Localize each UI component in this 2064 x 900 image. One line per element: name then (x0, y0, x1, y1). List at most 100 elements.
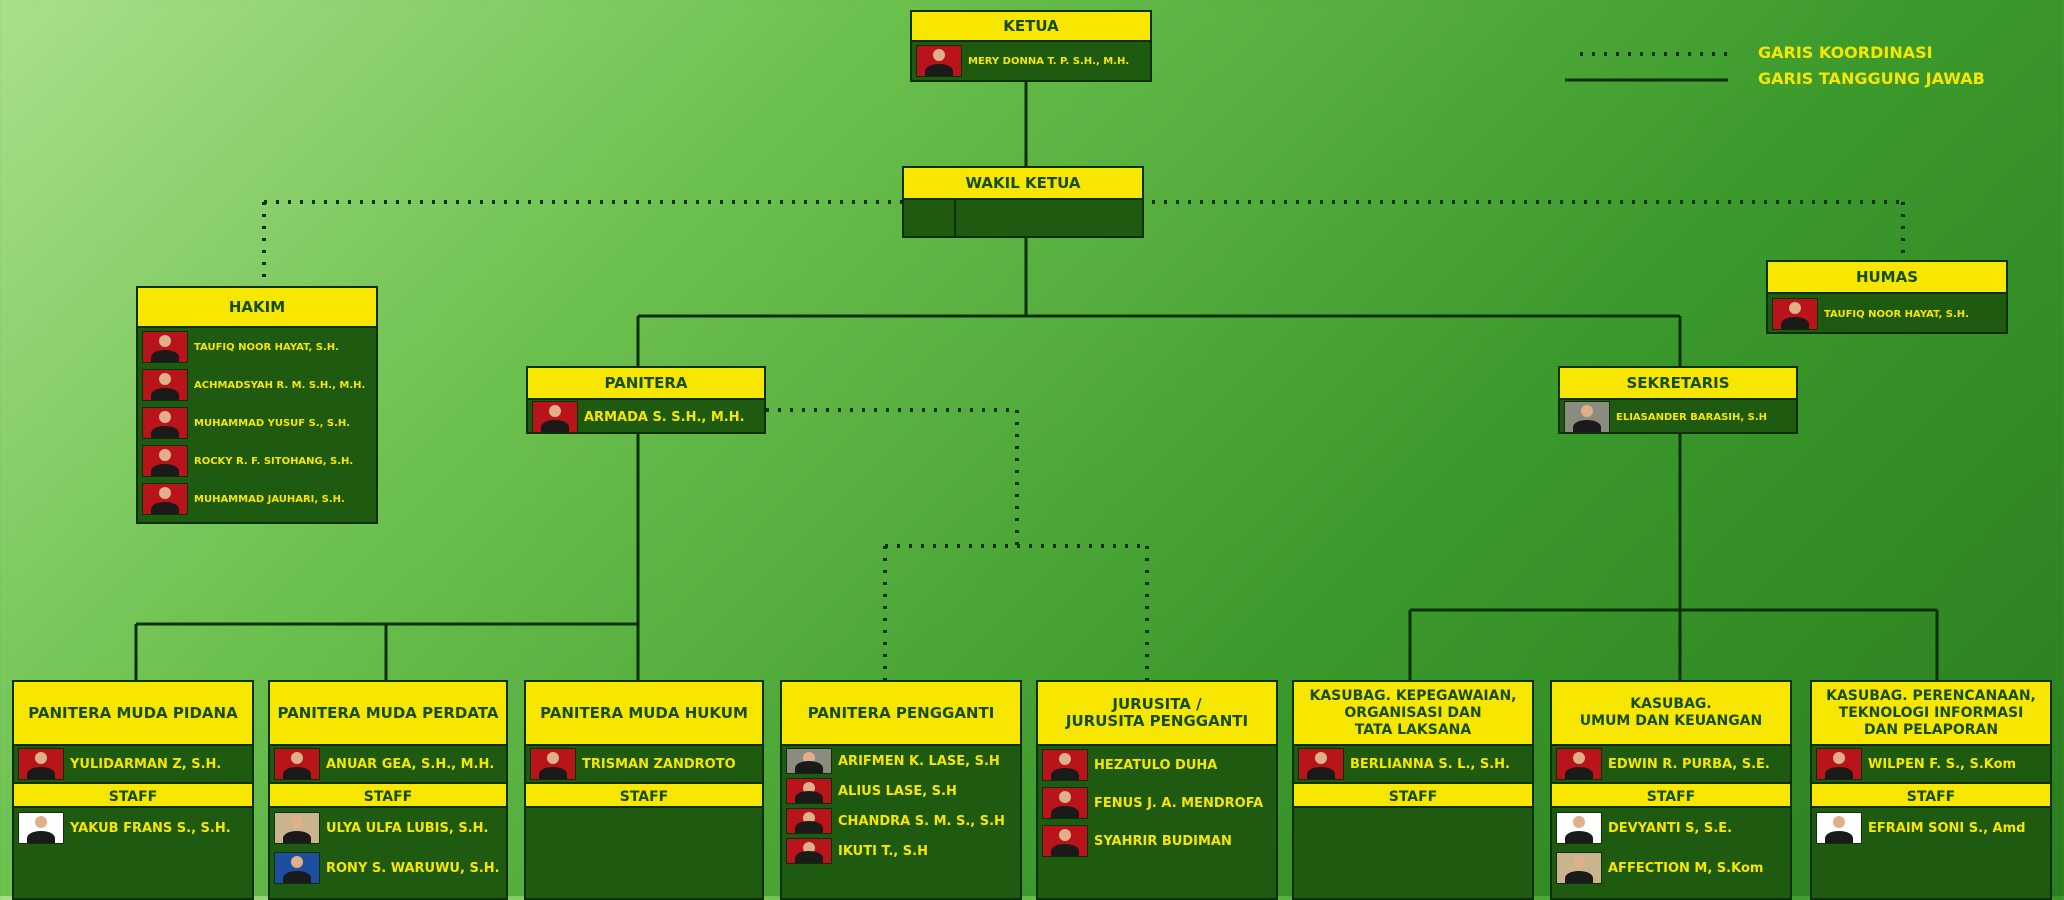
jurusita-photo (1042, 825, 1088, 857)
sekretaris-photo (1564, 401, 1610, 432)
kasubag-umum-box: KASUBAG. UMUM DAN KEUANGAN EDWIN R. PURB… (1550, 680, 1792, 900)
sekretaris-box: SEKRETARIS ELIASANDER BARASIH, S.H (1558, 366, 1798, 434)
panitera-muda-hukum-title: PANITERA MUDA HUKUM (526, 682, 762, 746)
panitera-pengganti-member: ARIFMEN K. LASE, S.H (838, 753, 1000, 769)
ketua-title: KETUA (912, 12, 1150, 42)
kasubag-perencanaan-title-line: KASUBAG. PERENCANAAN, (1826, 687, 2036, 704)
staff-photo (1556, 852, 1602, 884)
panitera-muda-hukum-box: PANITERA MUDA HUKUM TRISMAN ZANDROTO STA… (524, 680, 764, 900)
staff-label: STAFF (270, 782, 506, 808)
legend-coordination-label: GARIS KOORDINASI (1758, 43, 1933, 62)
jurusita-title-line: JURUSITA / (1112, 695, 1202, 713)
panitera-muda-hukum-head: TRISMAN ZANDROTO (582, 756, 736, 772)
hakim-member: MUHAMMAD JAUHARI, S.H. (194, 493, 345, 505)
jurusita-member: HEZATULO DUHA (1094, 757, 1218, 773)
staff-label: STAFF (1812, 782, 2050, 808)
panitera-title: PANITERA (528, 368, 764, 400)
kasubag-kepegawaian-box: KASUBAG. KEPEGAWAIAN, ORGANISASI DAN TAT… (1292, 680, 1534, 900)
staff-member: DEVYANTI S, S.E. (1608, 820, 1733, 836)
panitera-pengganti-title: PANITERA PENGGANTI (782, 682, 1020, 746)
jurusita-member: FENUS J. A. MENDROFA (1094, 795, 1264, 811)
sekretaris-name: ELIASANDER BARASIH, S.H (1616, 411, 1768, 423)
wakil-ketua-title: WAKIL KETUA (904, 168, 1142, 200)
kasubag-umum-title-line: KASUBAG. (1630, 696, 1712, 712)
panitera-pengganti-photo (786, 748, 832, 774)
humas-name: TAUFIQ NOOR HAYAT, S.H. (1824, 308, 1969, 320)
panitera-pengganti-member: CHANDRA S. M. S., S.H (838, 813, 1005, 829)
humas-title: HUMAS (1768, 262, 2006, 294)
staff-photo (274, 812, 320, 844)
staff-label: STAFF (14, 782, 252, 808)
panitera-muda-pidana-box: PANITERA MUDA PIDANA YULIDARMAN Z, S.H. … (12, 680, 254, 900)
panitera-pengganti-member: IKUTI T., S.H (838, 843, 928, 859)
panitera-muda-hukum-photo (530, 748, 576, 780)
ketua-photo (916, 45, 962, 77)
panitera-muda-pidana-head: YULIDARMAN Z, S.H. (70, 756, 222, 772)
staff-member: EFRAIM SONI S., Amd (1868, 820, 2026, 836)
staff-member: AFFECTION M, S.Kom (1608, 860, 1764, 876)
kasubag-perencanaan-title-line: TEKNOLOGI INFORMASI (1838, 704, 2024, 721)
staff-member: YAKUB FRANS S., S.H. (70, 820, 231, 836)
kasubag-umum-head: EDWIN R. PURBA, S.E. (1608, 756, 1770, 772)
kasubag-perencanaan-photo (1816, 748, 1862, 780)
staff-label: STAFF (526, 782, 762, 808)
hakim-photo (142, 445, 188, 477)
jurusita-box: JURUSITA / JURUSITA PENGGANTI HEZATULO D… (1036, 680, 1278, 900)
kasubag-kepegawaian-photo (1298, 748, 1344, 780)
panitera-photo (532, 401, 578, 432)
jurusita-title-line: JURUSITA PENGGANTI (1065, 712, 1249, 730)
kasubag-perencanaan-head: WILPEN F. S., S.Kom (1868, 756, 2017, 772)
staff-photo (1556, 812, 1602, 844)
jurusita-member: SYAHRIR BUDIMAN (1094, 833, 1232, 849)
hakim-photo (142, 369, 188, 401)
staff-member: ULYA ULFA LUBIS, S.H. (326, 820, 489, 836)
staff-label: STAFF (1294, 782, 1532, 808)
staff-label: STAFF (1552, 782, 1790, 808)
hakim-photo (142, 483, 188, 515)
panitera-muda-pidana-title: PANITERA MUDA PIDANA (14, 682, 252, 746)
kasubag-perencanaan-title-line: DAN PELAPORAN (1863, 721, 1999, 738)
kasubag-kepegawaian-title-line: TATA LAKSANA (1354, 721, 1472, 738)
kasubag-perencanaan-title: KASUBAG. PERENCANAAN, TEKNOLOGI INFORMAS… (1812, 682, 2050, 746)
ketua-box: KETUA MERY DONNA T. P. S.H., M.H. (910, 10, 1152, 82)
panitera-muda-perdata-head: ANUAR GEA, S.H., M.H. (326, 756, 495, 772)
humas-photo (1772, 298, 1818, 330)
humas-box: HUMAS TAUFIQ NOOR HAYAT, S.H. (1766, 260, 2008, 334)
hakim-member: TAUFIQ NOOR HAYAT, S.H. (194, 341, 339, 353)
kasubag-umum-title-line: UMUM DAN KEUANGAN (1579, 713, 1763, 729)
hakim-photo (142, 331, 188, 363)
kasubag-kepegawaian-title-line: ORGANISASI DAN (1344, 704, 1482, 721)
panitera-muda-pidana-photo (18, 748, 64, 780)
staff-photo (274, 852, 320, 884)
kasubag-kepegawaian-title-line: KASUBAG. KEPEGAWAIAN, (1309, 687, 1517, 704)
staff-member: RONY S. WARUWU, S.H. (326, 860, 500, 876)
staff-photo (18, 812, 64, 844)
panitera-muda-perdata-title: PANITERA MUDA PERDATA (270, 682, 506, 746)
hakim-photo (142, 407, 188, 439)
ketua-name: MERY DONNA T. P. S.H., M.H. (968, 55, 1130, 67)
panitera-pengganti-photo (786, 838, 832, 864)
kasubag-kepegawaian-title: KASUBAG. KEPEGAWAIAN, ORGANISASI DAN TAT… (1294, 682, 1532, 746)
kasubag-kepegawaian-head: BERLIANNA S. L., S.H. (1350, 756, 1510, 772)
hakim-member: ACHMADSYAH R. M. S.H., M.H. (194, 379, 366, 391)
kasubag-umum-photo (1556, 748, 1602, 780)
hakim-member: ROCKY R. F. SITOHANG, S.H. (194, 455, 354, 467)
panitera-box: PANITERA ARMADA S. S.H., M.H. (526, 366, 766, 434)
jurusita-photo (1042, 787, 1088, 819)
panitera-muda-perdata-photo (274, 748, 320, 780)
jurusita-photo (1042, 749, 1088, 781)
sekretaris-title: SEKRETARIS (1560, 368, 1796, 400)
panitera-pengganti-photo (786, 778, 832, 804)
hakim-title: HAKIM (138, 288, 376, 328)
kasubag-perencanaan-box: KASUBAG. PERENCANAAN, TEKNOLOGI INFORMAS… (1810, 680, 2052, 900)
panitera-muda-perdata-box: PANITERA MUDA PERDATA ANUAR GEA, S.H., M… (268, 680, 508, 900)
staff-photo (1816, 812, 1862, 844)
panitera-pengganti-photo (786, 808, 832, 834)
panitera-pengganti-member: ALIUS LASE, S.H (838, 783, 957, 799)
panitera-name: ARMADA S. S.H., M.H. (584, 409, 745, 425)
hakim-box: HAKIM TAUFIQ NOOR HAYAT, S.H. ACHMADSYAH… (136, 286, 378, 524)
legend-responsibility-label: GARIS TANGGUNG JAWAB (1758, 69, 1985, 88)
panitera-pengganti-box: PANITERA PENGGANTI ARIFMEN K. LASE, S.H … (780, 680, 1022, 900)
wakil-ketua-box: WAKIL KETUA (902, 166, 1144, 238)
